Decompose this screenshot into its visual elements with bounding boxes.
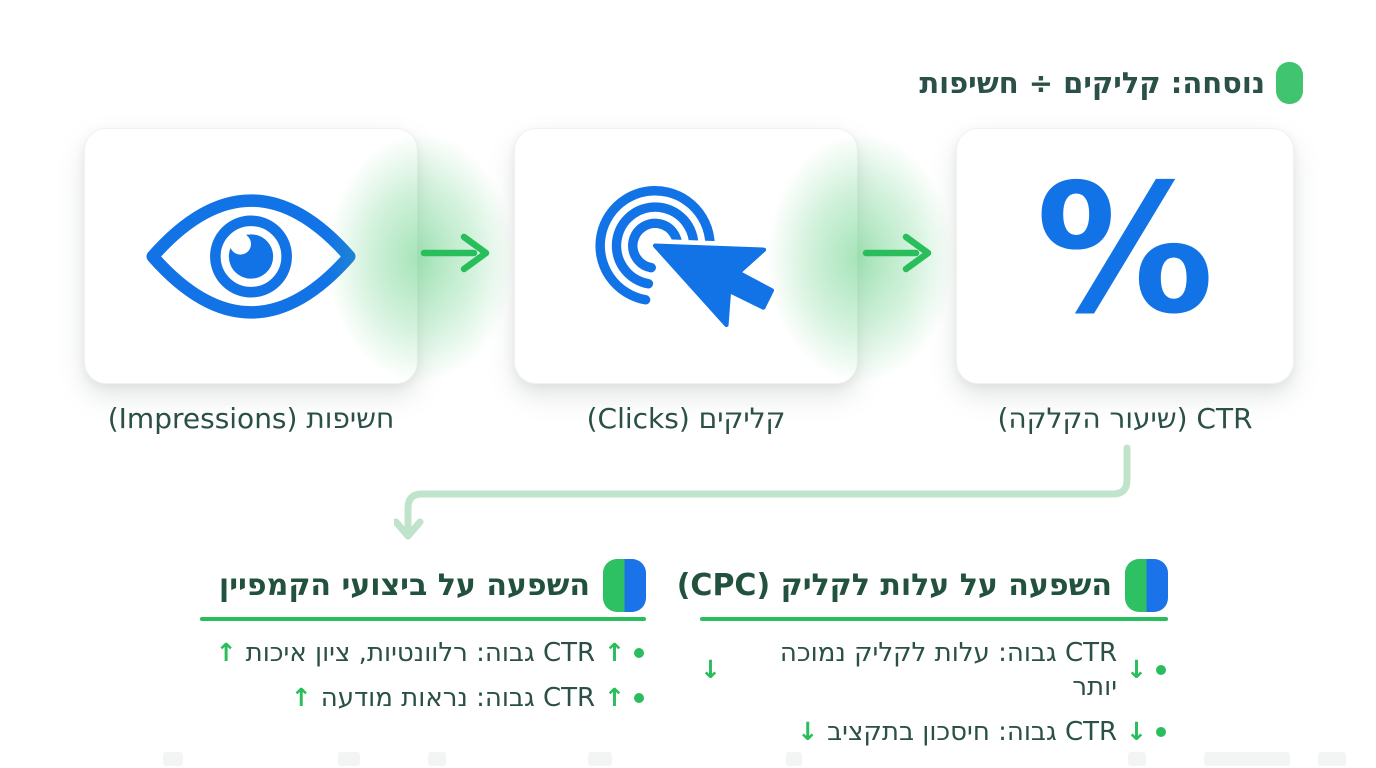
card-impressions [84, 128, 418, 384]
section-underline [700, 617, 1168, 621]
formula-text: נוסחה: קליקים ÷ חשיפות [919, 66, 1265, 100]
cutoff-ghost-row [0, 752, 1376, 768]
list-item-text: CTR גבוה: חיסכון בתקציב [827, 717, 1118, 747]
ghost-mark [1204, 752, 1290, 766]
card-label-impressions: חשיפות (Impressions) [107, 402, 395, 435]
down-arrow-icon: ↓ [700, 655, 721, 684]
section-header: השפעה על עלות לקליק (CPC) [677, 558, 1168, 612]
click-cursor-icon [595, 186, 777, 330]
ghost-mark [588, 752, 612, 766]
down-arrow-icon: ↓ [1126, 717, 1147, 746]
ghost-mark [338, 752, 360, 766]
section-campaign-performance: השפעה על ביצועי הקמפיין ↑ CTR גבוה: רלוו… [200, 558, 646, 715]
ghost-mark [786, 752, 802, 766]
eye-icon [146, 194, 356, 318]
percent-icon: % [1035, 146, 1215, 353]
split-pill-icon [1125, 558, 1168, 612]
list-item: ↓ CTR גבוה: עלות לקליק נמוכה יותר ↓ [700, 636, 1168, 704]
split-pill-icon [603, 558, 646, 612]
card-label-clicks: קליקים (Clicks) [586, 402, 786, 435]
ghost-mark [1318, 752, 1346, 766]
card-ctr: % [956, 128, 1294, 384]
up-arrow-icon: ↑ [604, 638, 625, 667]
section-header: השפעה על ביצועי הקמפיין [200, 558, 646, 612]
section-title: השפעה על ביצועי הקמפיין [218, 567, 590, 603]
section-cpc-impact: השפעה על עלות לקליק (CPC) ↓ CTR גבוה: על… [677, 558, 1168, 749]
up-arrow-icon: ↑ [290, 683, 312, 712]
ghost-mark [163, 752, 183, 766]
list-item: ↑ CTR גבוה: נראות מודעה ↑ [291, 681, 646, 715]
section-underline [200, 617, 646, 621]
up-arrow-icon: ↑ [604, 683, 625, 712]
bullet-dot-icon [1156, 727, 1166, 737]
list-item: ↓ CTR גבוה: חיסכון בתקציב ↓ [797, 715, 1168, 749]
connector-arrow-icon [394, 444, 1131, 540]
list-item-text: CTR גבוה: רלוונטיות, ציון איכות [245, 638, 596, 668]
formula-pill-icon [1276, 62, 1303, 104]
list-item: ↑ CTR גבוה: רלוונטיות, ציון איכות ↑ [216, 636, 646, 670]
arrow-right-icon [420, 233, 490, 273]
ghost-mark [428, 752, 446, 766]
bullet-dot-icon [634, 648, 644, 658]
up-arrow-icon: ↑ [215, 638, 237, 667]
bullet-dot-icon [1156, 665, 1166, 675]
card-clicks [514, 128, 858, 384]
bullet-dot-icon [634, 693, 644, 703]
section-title: השפעה על עלות לקליק (CPC) [676, 567, 1112, 603]
arrow-right-icon [862, 233, 932, 273]
down-arrow-icon: ↓ [797, 717, 819, 746]
list-item-text: CTR גבוה: עלות לקליק נמוכה יותר [779, 638, 1118, 702]
down-arrow-icon: ↓ [1126, 655, 1147, 684]
formula-row: נוסחה: קליקים ÷ חשיפות [919, 62, 1303, 104]
card-label-ctr: CTR (שיעור הקלקה) [997, 402, 1253, 435]
list-item-text: CTR גבוה: נראות מודעה [320, 683, 596, 713]
ghost-mark [1128, 752, 1146, 766]
